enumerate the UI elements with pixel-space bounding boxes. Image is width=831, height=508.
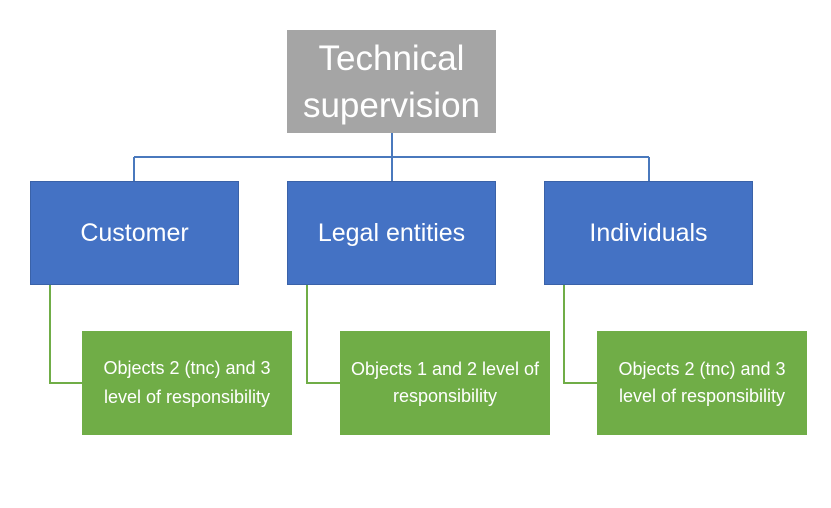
- node-individuals-label: Individuals: [589, 218, 708, 247]
- leaf-customer-objects: Objects 2 (tnc) and 3 level of responsib…: [82, 331, 292, 435]
- leaf-legal-entities-objects: Objects 1 and 2 level of responsibility: [340, 331, 550, 435]
- node-legal-entities: Legal entities: [287, 181, 496, 285]
- node-legal-entities-label: Legal entities: [317, 218, 466, 247]
- node-customer: Customer: [30, 181, 239, 285]
- root-node-label: Technical supervision: [302, 38, 481, 125]
- leaf-legal-entities-label: Objects 1 and 2 level of responsibility: [350, 359, 540, 406]
- root-node-technical-supervision: Technical supervision: [287, 30, 496, 133]
- node-customer-label: Customer: [80, 218, 189, 247]
- leaf-customer-label: Objects 2 (tnc) and 3 level of responsib…: [103, 358, 271, 407]
- individuals-child-connector: [563, 285, 597, 384]
- leaf-individuals-label: Objects 2 (tnc) and 3 level of responsib…: [618, 359, 786, 406]
- customer-child-connector: [49, 285, 82, 384]
- leaf-individuals-objects: Objects 2 (tnc) and 3 level of responsib…: [597, 331, 807, 435]
- legal-entities-child-connector: [306, 285, 340, 384]
- node-individuals: Individuals: [544, 181, 753, 285]
